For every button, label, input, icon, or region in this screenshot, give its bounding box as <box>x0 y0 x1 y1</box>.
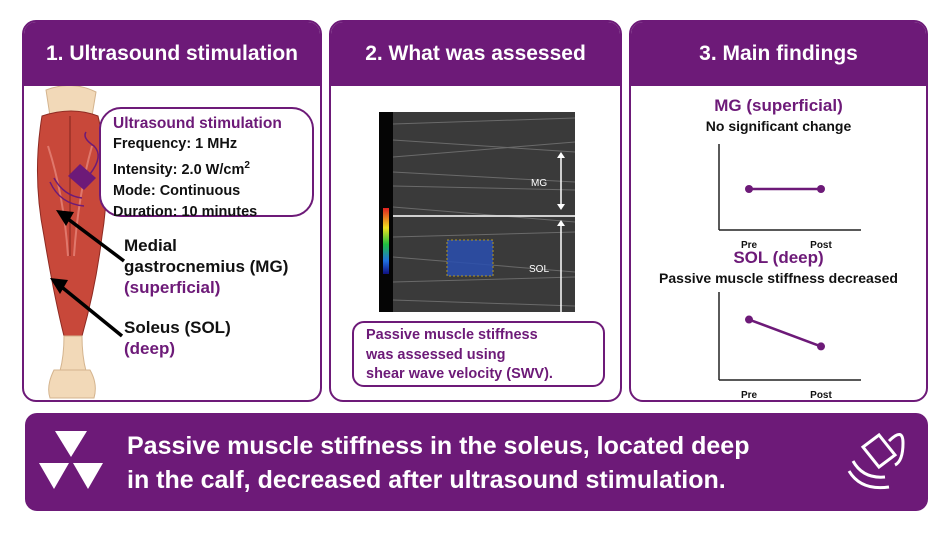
stimulation-box-title: Ultrasound stimulation <box>113 115 282 132</box>
mg-label-line2: gastrocnemius (MG) <box>124 257 289 276</box>
mg-finding-title: MG (superficial) <box>714 96 843 115</box>
mg-point-post <box>817 185 825 193</box>
duration-text: Duration: 10 minutes <box>113 203 258 220</box>
mg-finding-subtitle: No significant change <box>705 118 852 134</box>
sol-finding-title: SOL (deep) <box>733 248 824 267</box>
sol-label-line1: Soleus (SOL) <box>124 318 231 337</box>
mg-label-line1: Medial <box>124 236 177 255</box>
frequency-text: Frequency: 1 MHz <box>113 136 238 152</box>
sol-series-line <box>748 318 822 348</box>
stimulation-parameters-box: Ultrasound stimulation Frequency: 1 MHz … <box>99 107 314 220</box>
main-findings-panel: 3. Main findings MG (superficial) No sig… <box>629 20 928 402</box>
conclusion-line-1: Passive muscle stiffness in the soleus, … <box>127 432 750 460</box>
ultrasound-scan-graphic: MG SOL <box>379 112 576 322</box>
mg-label: Medial gastrocnemius (MG) (superficial) <box>124 235 288 298</box>
calf-muscle-illustration <box>36 86 126 399</box>
assessment-panel: 2. What was assessed <box>329 20 622 402</box>
sol-tick-label-post: Post <box>810 390 832 400</box>
triangles-icon <box>39 431 103 489</box>
assess-line-1: Passive muscle stiffness <box>366 327 538 343</box>
sol-label: Soleus (SOL) (deep) <box>124 317 231 359</box>
sol-finding-subtitle: Passive muscle stiffness decreased <box>659 270 898 286</box>
us-label-mg: MG <box>531 178 547 189</box>
intensity-text: Intensity: 2.0 W/cm2 <box>113 155 312 181</box>
mg-chart: Pre Post <box>718 144 861 251</box>
mg-tick-label-pre: Pre <box>741 240 758 251</box>
conclusion-line-2: in the calf, decreased after ultrasound … <box>127 466 726 494</box>
sol-tick-label-pre: Pre <box>741 390 758 400</box>
conclusion-banner: Passive muscle stiffness in the soleus, … <box>25 413 928 511</box>
assessment-description-box: Passive muscle stiffness was assessed us… <box>352 321 605 387</box>
conclusion-text: Passive muscle stiffness in the soleus, … <box>127 429 847 497</box>
sol-point-post <box>817 342 825 351</box>
intensity-value: Intensity: 2.0 W/cm <box>113 161 245 178</box>
mg-depth-label: (superficial) <box>124 278 221 297</box>
sol-depth-label: (deep) <box>124 339 175 358</box>
panel-heading: 3. Main findings <box>631 22 926 86</box>
mode-text: Mode: Continuous <box>113 182 241 199</box>
panel-heading: 2. What was assessed <box>331 22 620 86</box>
intensity-superscript: 2 <box>244 160 250 171</box>
mg-point-pre <box>745 185 753 193</box>
us-label-sol: SOL <box>529 264 549 275</box>
mg-tick-label-post: Post <box>810 240 832 251</box>
sol-point-pre <box>745 315 753 324</box>
assess-line-2: was assessed using <box>366 346 506 363</box>
ultrasound-probe-icon <box>847 432 905 490</box>
sol-chart: Pre Post <box>718 292 861 400</box>
ultrasound-image: MG SOL <box>379 112 576 322</box>
assess-line-3: shear wave velocity (SWV). <box>366 366 553 382</box>
panel-heading: 1. Ultrasound stimulation <box>24 22 320 86</box>
ultrasound-stimulation-panel: 1. Ultrasound stimulation Ultrasound sti… <box>22 20 322 402</box>
